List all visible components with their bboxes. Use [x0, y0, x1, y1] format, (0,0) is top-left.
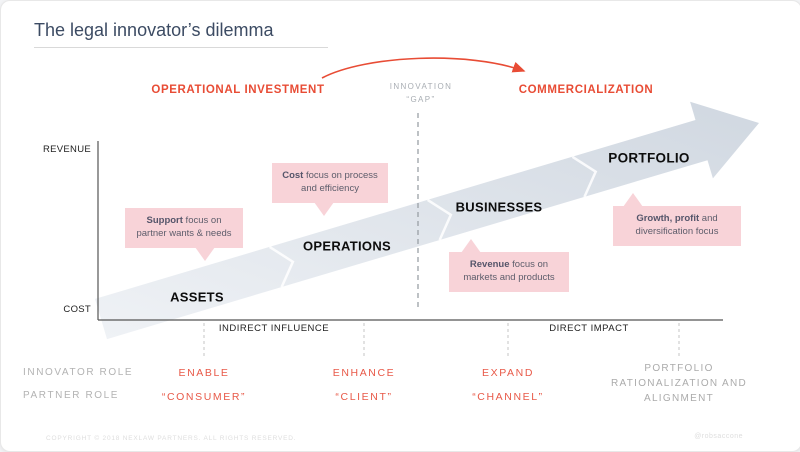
callout-bold-text: Cost [282, 170, 304, 181]
callout-support-focus: Support focus on partner wants & needs [125, 208, 243, 261]
callout-tail [195, 246, 215, 261]
column-client: “CLIENT” [335, 391, 393, 403]
phase-commercialization: COMMERCIALIZATION [518, 84, 654, 96]
footer-copyright: COPYRIGHT © 2018 NEXLAW PARTNERS. ALL RI… [46, 435, 297, 442]
page-title: The legal innovator’s dilemma [34, 20, 274, 40]
y-axis-label-cost: COST [63, 304, 91, 315]
row-label-innovator-role: INNOVATOR ROLE [23, 367, 134, 378]
column-enable: ENABLE [178, 367, 230, 379]
callout-growth-focus: Growth, profit and diversification focus [613, 193, 741, 246]
arrow-chevron-icon [571, 155, 598, 198]
column-expand: EXPAND [482, 367, 534, 379]
callout-tail [314, 201, 334, 216]
callout-tail [623, 193, 643, 207]
x-axis-label-indirect-influence: INDIRECT INFLUENCE [218, 323, 330, 334]
growth-arrow [95, 101, 759, 340]
column-consumer: “CONSUMER” [161, 391, 247, 403]
callout-revenue-focus: Revenue focus on markets and products [449, 239, 569, 292]
y-axis-label-revenue: REVENUE [42, 144, 91, 155]
callout-cost-focus: Cost focus on process and efficiency [272, 163, 388, 216]
stage-portfolio: PORTFOLIO [608, 150, 690, 166]
callout-bold-text: Growth, profit [636, 213, 700, 224]
arrow-chevron-icon [426, 198, 453, 241]
stage-assets: ASSETS [170, 289, 224, 305]
column-enhance: ENHANCE [332, 367, 396, 379]
title-underline [34, 47, 328, 48]
x-axis-label-direct-impact: DIRECT IMPACT [549, 323, 629, 334]
callout-rest-text: focus on markets and products [463, 259, 555, 283]
stage-operations: OPERATIONS [303, 238, 391, 254]
arrow-chevron-icon [268, 245, 295, 288]
callout-rest-text: focus on partner wants & needs [136, 215, 232, 239]
phase-innovation-gap-line2: “GAP” [406, 94, 436, 104]
phase-innovation-gap: INNOVATION “GAP” [371, 81, 471, 107]
footer-handle: @robsaccone [694, 433, 743, 440]
callout-rest-text: and diversification focus [635, 213, 719, 237]
row-label-partner-role: PARTNER ROLE [23, 390, 120, 401]
phase-operational-investment: OPERATIONAL INVESTMENT [151, 84, 325, 96]
callout-bold-text: Revenue [469, 259, 510, 270]
investment-to-commercialization-arrow-icon [321, 57, 526, 79]
phase-innovation-gap-line1: INNOVATION [389, 82, 453, 91]
callout-tail [461, 239, 481, 253]
stage-businesses: BUSINESSES [455, 199, 543, 215]
callout-rest-text: focus on process and efficiency [301, 170, 378, 194]
column-channel: “CHANNEL” [472, 391, 544, 403]
column-portfolio-rationalization: PORTFOLIO RATIONALIZATION AND ALIGNMENT [610, 363, 747, 404]
callout-bold-text: Support [146, 215, 183, 226]
